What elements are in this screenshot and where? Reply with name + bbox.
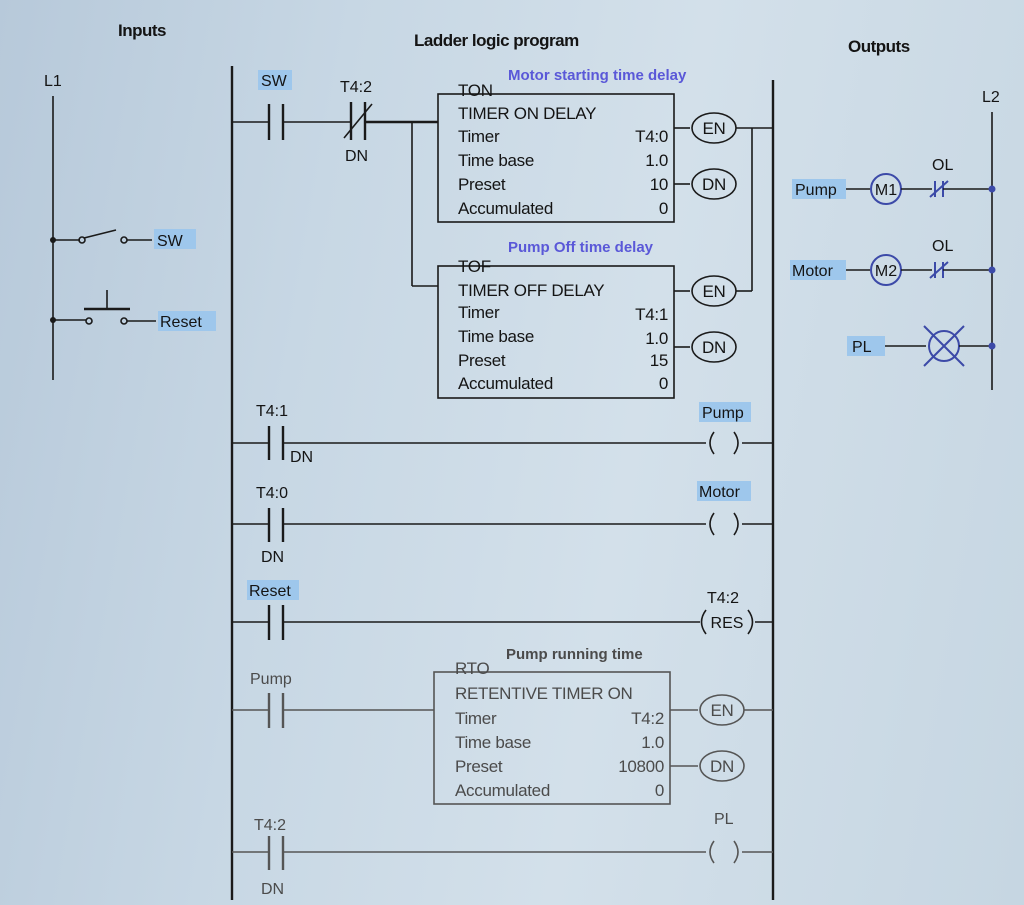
rung7-dn-label: DN — [261, 881, 284, 898]
motor-output-line: Motor M2 OL — [790, 238, 996, 286]
rto-type: RTO — [455, 659, 489, 678]
motor-coil-highlight — [697, 481, 751, 501]
tof-preset-label: Preset — [458, 351, 506, 370]
rto-timer-value: T4:2 — [631, 709, 664, 728]
rung1-t42-dn-label: DN — [345, 148, 368, 165]
rto-title: RETENTIVE TIMER ON — [455, 684, 633, 703]
rung1-sw-highlight — [258, 70, 292, 90]
tof-timebase-value: 1.0 — [645, 329, 668, 348]
rung-reset: Reset T4:2 RES — [232, 580, 773, 640]
pl-output-highlight — [847, 336, 885, 356]
rung3-t41-label: T4:1 — [256, 403, 288, 420]
sw-input-highlight — [154, 229, 196, 249]
reset-input-label: Reset — [160, 314, 202, 331]
rto-caption: Pump running time — [506, 646, 643, 663]
rto-timebase-label: Time base — [455, 733, 531, 752]
ton-preset-label: Preset — [458, 175, 506, 194]
tof-accum-value: 0 — [659, 374, 668, 393]
ton-en-label: EN — [702, 119, 725, 138]
tof-en-output: EN — [674, 128, 753, 307]
ton-caption: Motor starting time delay — [508, 67, 687, 84]
ton-timer-label: Timer — [458, 127, 500, 146]
pump-coil-highlight — [699, 402, 751, 422]
ton-accum-label: Accumulated — [458, 199, 553, 218]
motor-output-highlight — [790, 260, 846, 280]
rto-en-label: EN — [710, 701, 733, 720]
ton-title: TIMER ON DELAY — [458, 104, 596, 123]
tof-dn-output: DN — [674, 331, 737, 363]
rto-preset-value: 10800 — [618, 757, 664, 776]
rung-pump: T4:1 DN Pump — [232, 402, 773, 466]
rung6-pump-label: Pump — [250, 671, 292, 688]
ton-type: TON — [458, 81, 493, 100]
rung-pl: T4:2 DN PL — [232, 811, 773, 898]
sw-switch-symbol — [50, 229, 152, 244]
sw-no-contact — [267, 104, 285, 140]
program-header: Ladder logic program — [414, 31, 579, 50]
rung3-dn-label: DN — [290, 449, 313, 466]
pl-output-label: PL — [852, 339, 872, 356]
ol2-label: OL — [932, 238, 953, 255]
tof-timer-label: Timer — [458, 303, 500, 322]
pump-output-line: Pump M1 OL — [792, 157, 996, 205]
tof-preset-value: 15 — [650, 351, 668, 370]
ton-en-output: EN — [674, 112, 773, 144]
ton-accum-value: 0 — [659, 199, 668, 218]
rung4-t40-label: T4:0 — [256, 485, 288, 502]
motor-coil-label: Motor — [699, 484, 741, 501]
rung7-t42-label: T4:2 — [254, 817, 286, 834]
sw-input-label: SW — [157, 233, 184, 250]
ton-instruction-block: TON TIMER ON DELAY Timer T4:0 Time base … — [437, 81, 675, 223]
rto-accum-label: Accumulated — [455, 781, 550, 800]
reset-pushbutton-symbol — [50, 290, 156, 325]
pump-output-label: Pump — [795, 182, 837, 199]
res-coil-addr: T4:2 — [707, 590, 739, 607]
rung1-t42-label: T4:2 — [340, 79, 372, 96]
outputs-header: Outputs — [848, 37, 910, 56]
pl-coil-label: PL — [714, 811, 734, 828]
tof-instruction-block: TOF TIMER OFF DELAY Timer T4:1 Time base… — [437, 257, 675, 399]
rung5-reset-label: Reset — [249, 583, 291, 600]
tof-title: TIMER OFF DELAY — [458, 281, 604, 300]
rto-instruction-block: RTO RETENTIVE TIMER ON Timer T4:2 Time b… — [433, 659, 671, 805]
l2-label: L2 — [982, 89, 1000, 106]
tof-timer-value: T4:1 — [635, 305, 668, 324]
pilot-light-output-line: PL — [847, 325, 996, 367]
rto-timebase-value: 1.0 — [641, 733, 664, 752]
tof-dn-label: DN — [702, 338, 726, 357]
rto-dn-label: DN — [710, 757, 734, 776]
tof-accum-label: Accumulated — [458, 374, 553, 393]
pump-coil-label: Pump — [702, 405, 744, 422]
rung1-sw-label: SW — [261, 73, 288, 90]
ton-preset-value: 10 — [650, 175, 668, 194]
ol1-label: OL — [932, 157, 953, 174]
motor-output-label: Motor — [792, 263, 834, 280]
tof-caption: Pump Off time delay — [508, 239, 654, 256]
ton-dn-label: DN — [702, 175, 726, 194]
inputs-header: Inputs — [118, 21, 166, 40]
tof-type: TOF — [458, 257, 491, 276]
m1-label: M1 — [875, 182, 897, 199]
rto-accum-value: 0 — [655, 781, 664, 800]
m2-label: M2 — [875, 263, 897, 280]
ton-dn-output: DN — [674, 168, 737, 200]
rung-rto: Pump Pump running time RTO RETENTIVE TIM… — [232, 646, 773, 805]
ton-timebase-label: Time base — [458, 151, 534, 170]
l1-label: L1 — [44, 73, 62, 90]
ton-timebase-value: 1.0 — [645, 151, 668, 170]
tof-timebase-label: Time base — [458, 327, 534, 346]
reset-contact-highlight — [247, 580, 299, 600]
rto-preset-label: Preset — [455, 757, 503, 776]
pump-output-highlight — [792, 179, 846, 199]
tof-en-label: EN — [702, 282, 725, 301]
reset-input-highlight — [158, 311, 216, 331]
rung-motor: T4:0 DN Motor — [232, 481, 773, 566]
ton-timer-value: T4:0 — [635, 127, 668, 146]
rung4-dn-label: DN — [261, 549, 284, 566]
res-coil-label: RES — [711, 615, 744, 632]
rto-timer-label: Timer — [455, 709, 497, 728]
